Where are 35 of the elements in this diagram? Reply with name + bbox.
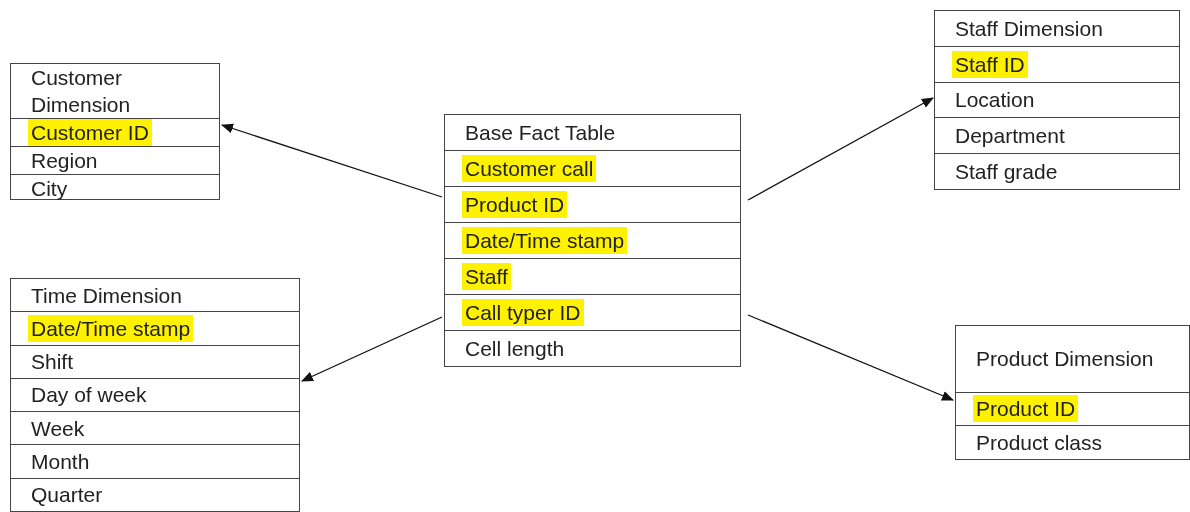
table-box <box>934 10 1180 190</box>
table-title: Time Dimension <box>31 282 182 309</box>
table-box <box>444 114 741 367</box>
field-name: Shift <box>31 349 74 376</box>
field-name: Department <box>955 123 1065 150</box>
field-name: Day of week <box>31 382 147 409</box>
table-title: Base Fact Table <box>465 120 616 146</box>
key-field: Customer call <box>462 155 597 182</box>
table-title: Product Dimension <box>976 346 1154 373</box>
key-field: Date/Time stamp <box>462 227 628 254</box>
table-title: Customer Dimension <box>31 65 132 118</box>
field-name: Month <box>31 449 90 476</box>
arrow <box>747 314 954 401</box>
field-name: Cell length <box>465 336 565 362</box>
field-name: Week <box>31 415 85 442</box>
table-box <box>10 63 220 200</box>
arrow <box>221 123 443 198</box>
key-field: Staff ID <box>952 50 1028 78</box>
table-box <box>10 278 300 512</box>
key-field: Staff <box>462 263 511 290</box>
field-name: Region <box>31 148 98 174</box>
field-name: City <box>31 176 68 202</box>
field-name: Staff grade <box>955 159 1058 186</box>
arrow <box>301 316 443 382</box>
field-name: Location <box>955 87 1035 114</box>
key-field: Product ID <box>973 395 1079 423</box>
field-name: Product class <box>976 430 1103 457</box>
arrow <box>747 97 934 201</box>
key-field: Customer ID <box>28 119 152 146</box>
table-title: Staff Dimension <box>955 15 1103 42</box>
key-field: Date/Time stamp <box>28 314 194 342</box>
key-field: Call typer ID <box>462 299 584 326</box>
field-name: Quarter <box>31 482 103 509</box>
key-field: Product ID <box>462 191 568 218</box>
table-box <box>955 325 1190 460</box>
